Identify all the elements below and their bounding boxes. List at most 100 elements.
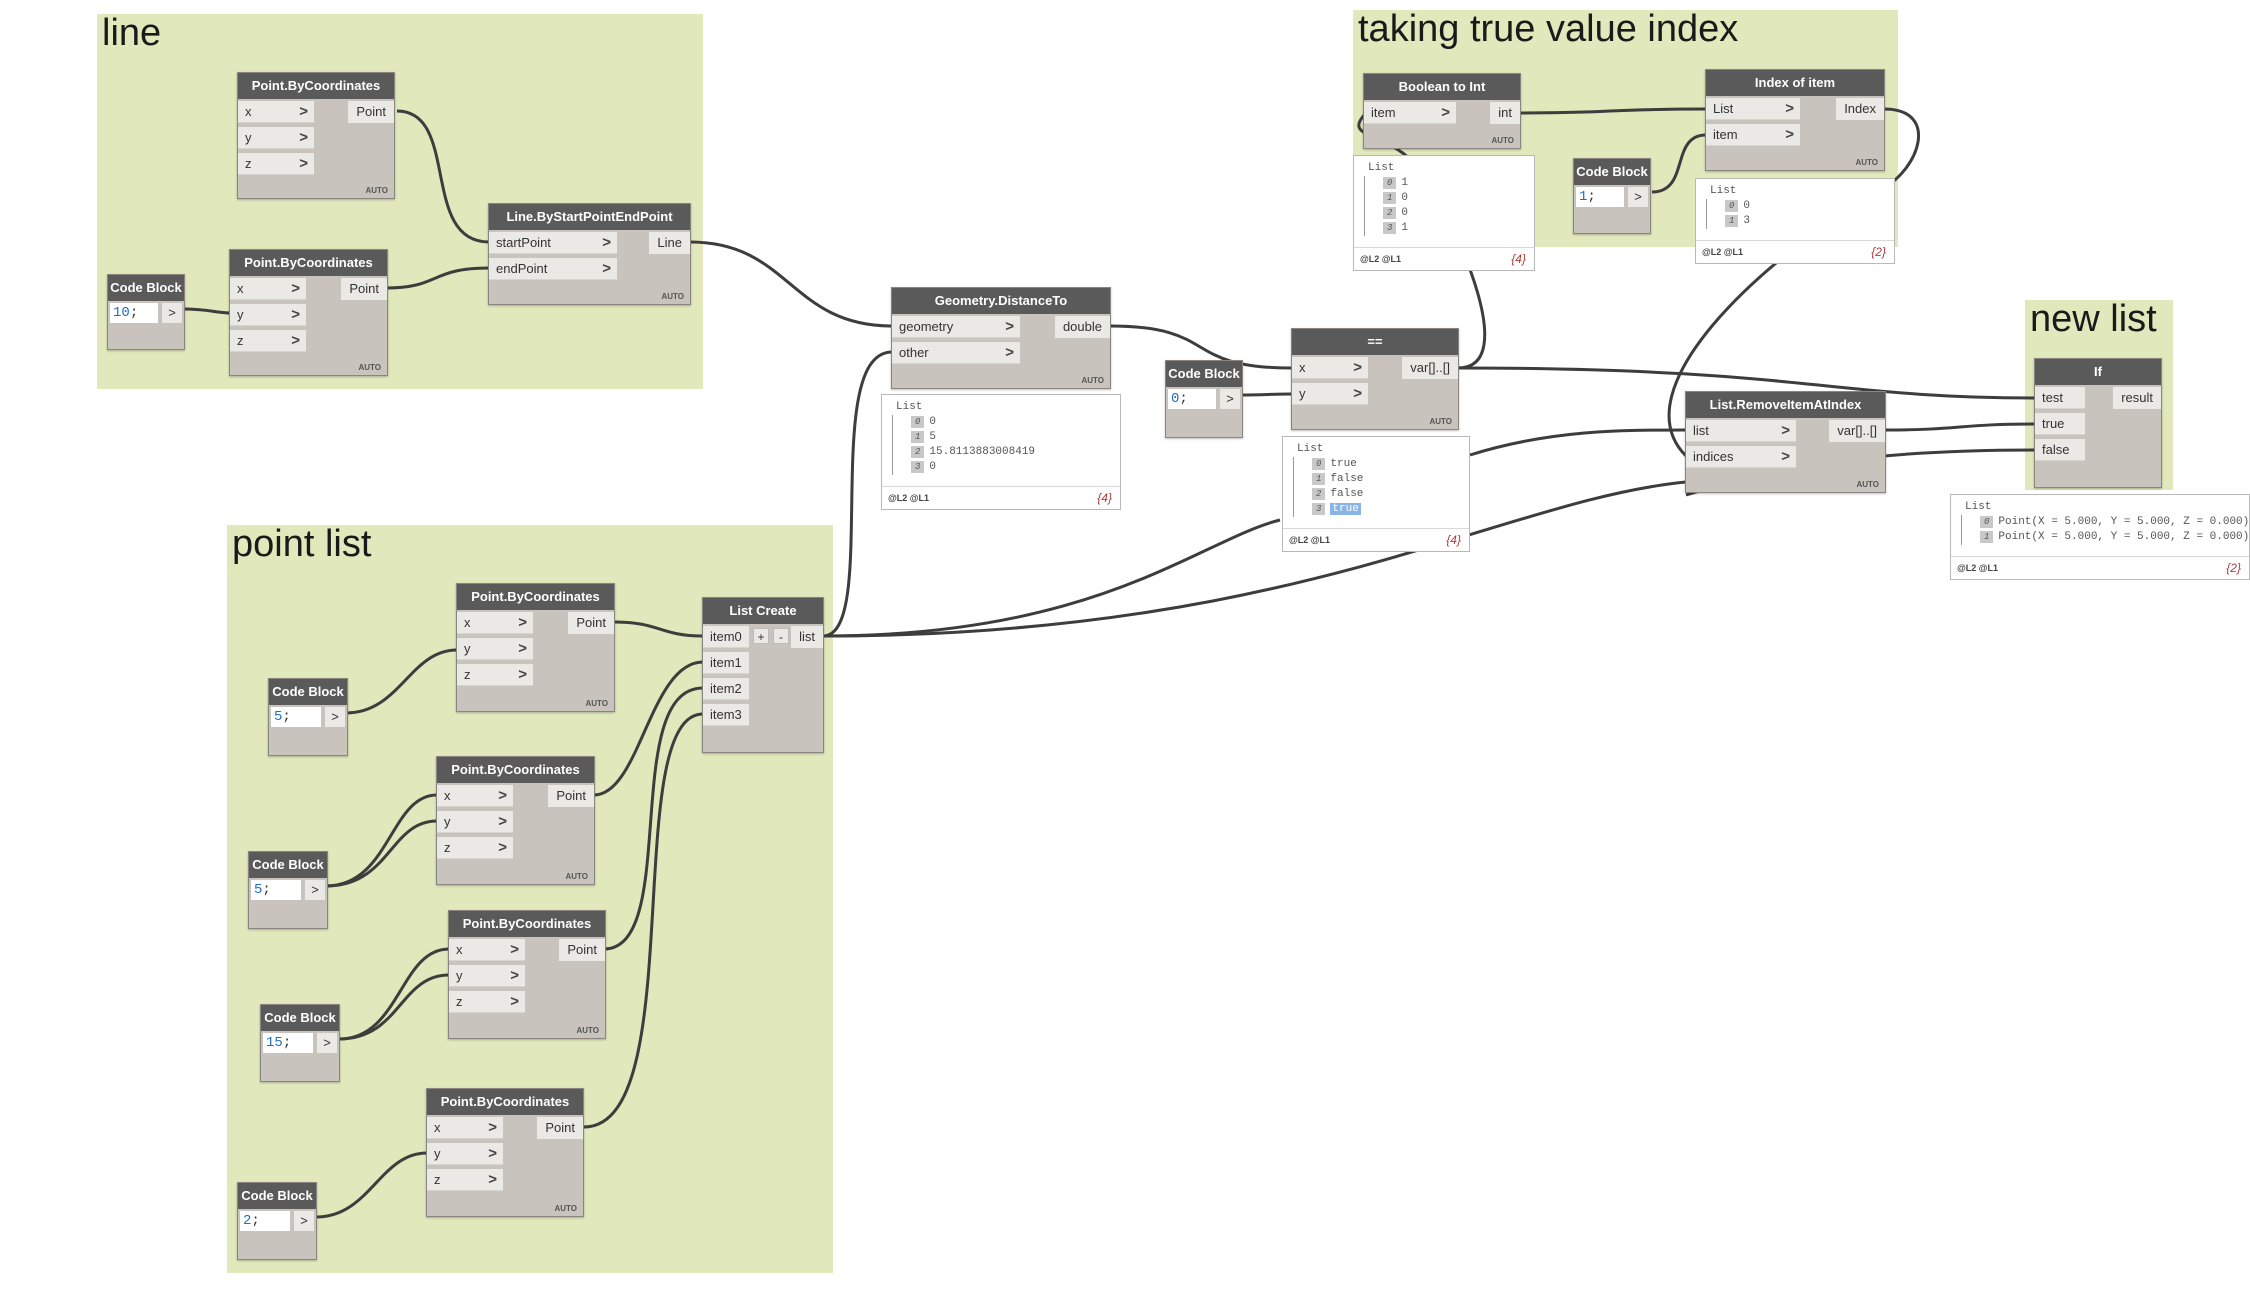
code-block-input[interactable]: 5; — [251, 880, 301, 900]
input-port-x[interactable]: x> — [1292, 357, 1368, 379]
input-port-item[interactable]: item> — [1364, 102, 1456, 124]
code-block-input[interactable]: 10; — [110, 303, 158, 323]
boolean-to-int-node[interactable]: Boolean to Int item> int AUTO — [1363, 73, 1521, 149]
input-port-end-point[interactable]: endPoint> — [489, 258, 617, 280]
add-input-button[interactable]: + — [753, 628, 769, 644]
output-port-point[interactable]: Point — [537, 1117, 583, 1139]
input-port-z[interactable]: z> — [449, 991, 525, 1013]
index-of-item-node[interactable]: Index of item List> item> Index AUTO — [1705, 69, 1885, 171]
group-line[interactable]: line — [97, 12, 703, 389]
output-port[interactable]: > — [305, 880, 325, 900]
code-block-node[interactable]: Code Block 15; > — [260, 1004, 340, 1082]
output-port-point[interactable]: Point — [559, 939, 605, 961]
input-port-y[interactable]: y> — [457, 638, 533, 660]
input-port-x[interactable]: x> — [427, 1117, 503, 1139]
output-port-var[interactable]: var[]..[] — [1402, 357, 1458, 379]
input-port-start-point[interactable]: startPoint> — [489, 232, 617, 254]
input-port-item1[interactable]: item1 — [703, 652, 749, 674]
geometry-distance-to-node[interactable]: Geometry.DistanceTo geometry> other> dou… — [891, 287, 1111, 389]
remove-input-button[interactable]: - — [773, 628, 789, 644]
output-port[interactable]: > — [294, 1211, 314, 1231]
input-port-y[interactable]: y> — [238, 127, 314, 149]
output-port[interactable]: > — [162, 303, 182, 323]
input-port-y[interactable]: y> — [437, 811, 513, 833]
input-port-y[interactable]: y> — [1292, 383, 1368, 405]
output-port-result[interactable]: result — [2113, 387, 2161, 409]
code-block-node[interactable]: Code Block 5; > — [268, 678, 348, 756]
code-block-input[interactable]: 15; — [263, 1033, 313, 1053]
code-block-input[interactable]: 0; — [1168, 389, 1216, 409]
input-port-z[interactable]: z> — [437, 837, 513, 859]
input-port-item[interactable]: item> — [1706, 124, 1800, 146]
code-block-input[interactable]: 5; — [271, 707, 321, 727]
output-port-line[interactable]: Line — [649, 232, 690, 254]
input-port-indices[interactable]: indices> — [1686, 446, 1796, 468]
input-port-list[interactable]: List> — [1706, 98, 1800, 120]
input-port-z[interactable]: z> — [238, 153, 314, 175]
chevron-right-icon: > — [510, 941, 519, 958]
port-label: y — [237, 307, 244, 322]
output-port-index[interactable]: Index — [1836, 98, 1884, 120]
code-block-node[interactable]: Code Block 5; > — [248, 851, 328, 929]
code-block-input[interactable]: 2; — [240, 1211, 290, 1231]
point-by-coordinates-node[interactable]: Point.ByCoordinates x> y> z> Point AUTO — [229, 249, 388, 376]
input-port-y[interactable]: y> — [427, 1143, 503, 1165]
input-port-other[interactable]: other> — [892, 342, 1020, 364]
point-by-coordinates-node[interactable]: Point.ByCoordinates x> y> z> Point AUTO — [436, 756, 595, 885]
input-port-true[interactable]: true — [2035, 413, 2085, 435]
list-create-node[interactable]: List Create item0 item1 item2 item3 + - … — [702, 597, 824, 753]
input-port-test[interactable]: test — [2035, 387, 2085, 409]
input-port-x[interactable]: x> — [457, 612, 533, 634]
input-port-z[interactable]: z> — [457, 664, 533, 686]
input-port-list[interactable]: list> — [1686, 420, 1796, 442]
point-by-coordinates-node[interactable]: Point.ByCoordinates x> y> z> Point AUTO — [237, 72, 395, 199]
input-port-false[interactable]: false — [2035, 439, 2085, 461]
output-port-point[interactable]: Point — [341, 278, 387, 300]
input-port-x[interactable]: x> — [449, 939, 525, 961]
point-by-coordinates-node[interactable]: Point.ByCoordinates x> y> z> Point AUTO — [448, 910, 606, 1039]
output-port[interactable]: > — [325, 707, 345, 727]
input-port-x[interactable]: x> — [238, 101, 314, 123]
line-by-start-end-point-node[interactable]: Line.ByStartPointEndPoint startPoint> en… — [488, 203, 691, 305]
output-port-point[interactable]: Point — [348, 101, 394, 123]
code-block-input[interactable]: 1; — [1576, 187, 1624, 207]
input-port-y[interactable]: y> — [449, 965, 525, 987]
input-port-item2[interactable]: item2 — [703, 678, 749, 700]
input-port-item0[interactable]: item0 — [703, 626, 749, 648]
input-port-geometry[interactable]: geometry> — [892, 316, 1020, 338]
point-by-coordinates-node[interactable]: Point.ByCoordinates x> y> z> Point AUTO — [426, 1088, 584, 1217]
output-port[interactable]: > — [1628, 187, 1648, 207]
output-port-point[interactable]: Point — [548, 785, 594, 807]
code-block-node[interactable]: Code Block 10; > — [107, 274, 185, 350]
code-block-node[interactable]: Code Block 0; > — [1165, 360, 1243, 438]
input-port-z[interactable]: z> — [230, 330, 306, 352]
if-node[interactable]: If test true false result — [2034, 358, 2162, 488]
output-port-int[interactable]: int — [1490, 102, 1520, 124]
equals-node[interactable]: == x> y> var[]..[] AUTO — [1291, 328, 1459, 430]
input-port-x[interactable]: x> — [230, 278, 306, 300]
point-by-coordinates-node[interactable]: Point.ByCoordinates x> y> z> Point AUTO — [456, 583, 615, 712]
code-block-node[interactable]: Code Block 1; > — [1573, 158, 1651, 234]
output-port[interactable]: > — [1220, 389, 1240, 409]
list-remove-item-at-index-node[interactable]: List.RemoveItemAtIndex list> indices> va… — [1685, 391, 1886, 493]
output-port-list[interactable]: list — [791, 626, 823, 648]
input-port-y[interactable]: y> — [230, 304, 306, 326]
chevron-right-icon: > — [498, 839, 507, 856]
output-port-point[interactable]: Point — [568, 612, 614, 634]
output-port[interactable]: > — [317, 1033, 337, 1053]
code-block-node[interactable]: Code Block 2; > — [237, 1182, 317, 1260]
input-port-item3[interactable]: item3 — [703, 704, 749, 726]
input-port-x[interactable]: x> — [437, 785, 513, 807]
input-port-z[interactable]: z> — [427, 1169, 503, 1191]
output-port-var[interactable]: var[]..[] — [1829, 420, 1885, 442]
output-port-double[interactable]: double — [1054, 316, 1110, 338]
